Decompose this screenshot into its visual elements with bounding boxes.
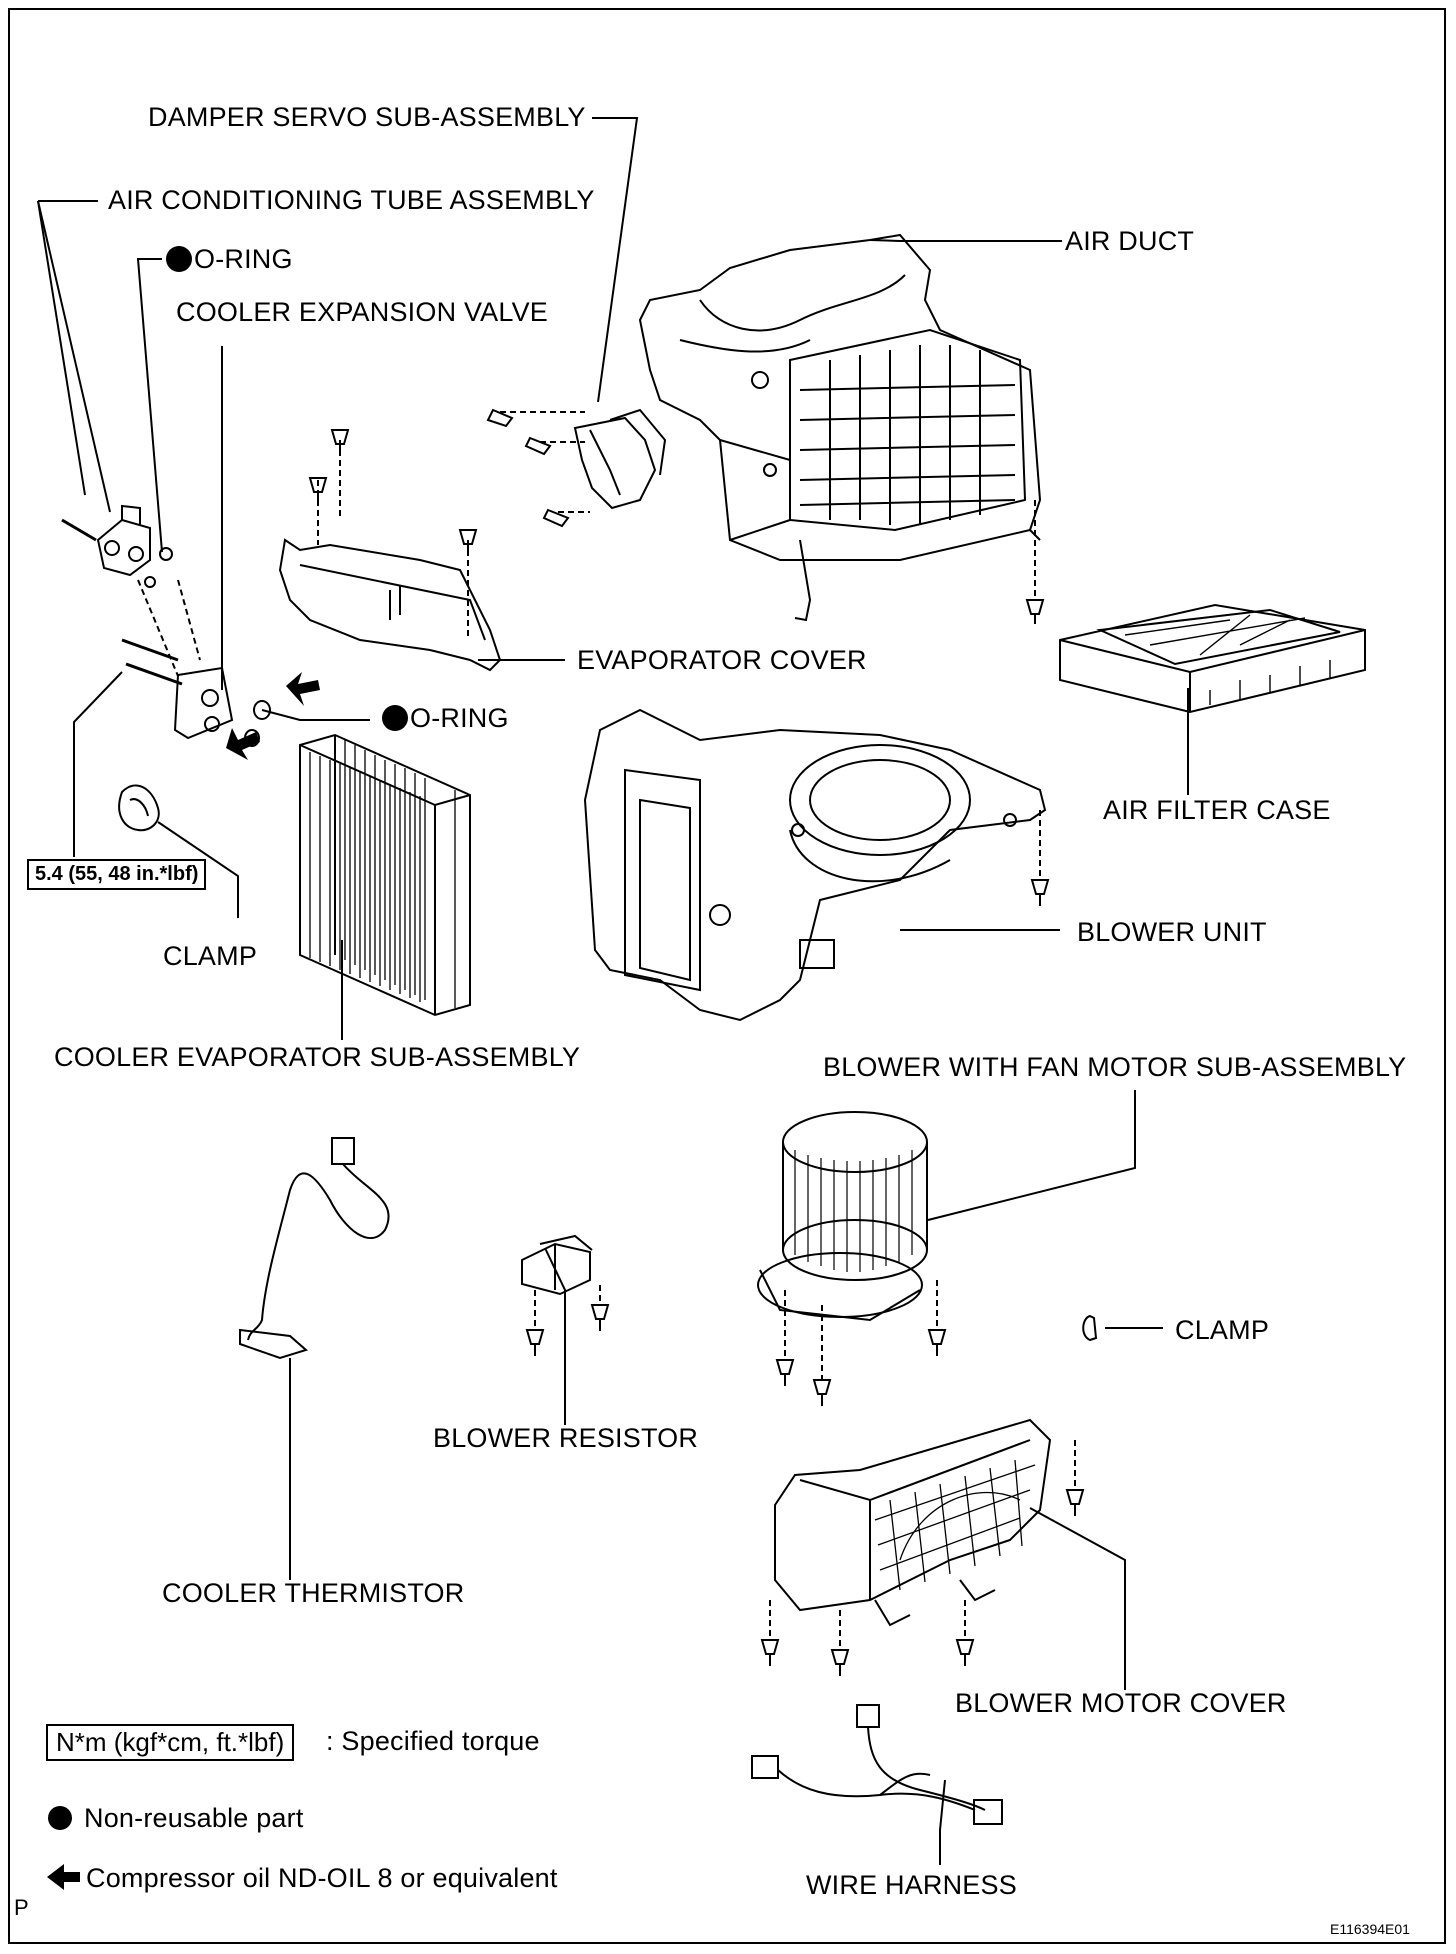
blower-unit-drawing bbox=[583, 708, 1050, 1022]
legend-torque-unit-box: N*m (kgf*cm, ft.*lbf) bbox=[46, 1724, 295, 1761]
label-clamp-right: CLAMP bbox=[1175, 1315, 1270, 1345]
blower-motor-cover-drawing bbox=[760, 1418, 1085, 1676]
oil-arrows bbox=[226, 672, 320, 760]
nonreusable-dot-icon bbox=[166, 246, 192, 272]
figure-id: E116394E01 bbox=[1330, 1921, 1410, 1937]
leader-damper-servo bbox=[592, 117, 639, 403]
leader-ac-tube-b bbox=[37, 200, 86, 496]
diagram-frame bbox=[8, 8, 1446, 1944]
leader-air-duct bbox=[869, 239, 1062, 242]
leader-blower-fan bbox=[927, 1090, 1136, 1221]
blower-fan-motor-drawing bbox=[757, 1111, 947, 1406]
leader-ac-tube-a bbox=[37, 200, 111, 513]
leader-torque bbox=[73, 671, 123, 857]
label-expansion-valve: COOLER EXPANSION VALVE bbox=[176, 297, 549, 327]
legend-nonreusable-desc: Non-reusable part bbox=[84, 1803, 304, 1833]
label-wire-harness: WIRE HARNESS bbox=[806, 1870, 1017, 1900]
label-air-duct: AIR DUCT bbox=[1065, 226, 1195, 256]
cooler-evaporator-drawing bbox=[299, 733, 471, 1017]
label-o-ring-top: O-RING bbox=[166, 244, 293, 275]
label-blower-unit: BLOWER UNIT bbox=[1077, 917, 1267, 947]
o-ring-mid-text: O-RING bbox=[410, 703, 509, 733]
o-ring-top-text: O-RING bbox=[194, 244, 293, 274]
label-ac-tube: AIR CONDITIONING TUBE ASSEMBLY bbox=[108, 185, 595, 215]
corner-marker: P bbox=[14, 1895, 29, 1920]
leader-lines bbox=[37, 117, 1189, 1865]
expansion-valve-drawing bbox=[137, 579, 271, 747]
leader-oring-mid bbox=[261, 709, 370, 721]
label-cooler-evaporator: COOLER EVAPORATOR SUB-ASSEMBLY bbox=[54, 1042, 581, 1072]
label-clamp-left: CLAMP bbox=[163, 941, 258, 971]
leader-blower-resistor bbox=[544, 1247, 566, 1425]
legend-torque-desc: : Specified torque bbox=[326, 1726, 540, 1756]
leader-wire-harness bbox=[939, 1779, 946, 1865]
label-blower-motor-cover: BLOWER MOTOR COVER bbox=[955, 1688, 1287, 1718]
label-cooler-thermistor: COOLER THERMISTOR bbox=[162, 1578, 465, 1608]
evaporator-cover-drawing bbox=[278, 429, 502, 672]
damper-servo-drawing bbox=[486, 408, 667, 528]
blower-resistor-drawing bbox=[521, 1234, 610, 1356]
label-o-ring-mid: O-RING bbox=[382, 703, 509, 734]
air-duct-drawing bbox=[638, 233, 1042, 622]
legend-glyphs bbox=[47, 1806, 80, 1890]
legend-oil-desc: Compressor oil ND-OIL 8 or equivalent bbox=[86, 1863, 558, 1893]
cooler-thermistor-drawing bbox=[239, 1137, 390, 1360]
label-blower-fan-motor: BLOWER WITH FAN MOTOR SUB-ASSEMBLY bbox=[823, 1052, 1407, 1082]
leader-motor-cover bbox=[1029, 1507, 1126, 1690]
label-air-filter-case: AIR FILTER CASE bbox=[1103, 795, 1331, 825]
clamp-left-drawing bbox=[118, 784, 160, 832]
air-filter-case-drawing bbox=[1025, 500, 1366, 714]
ac-tube-drawing bbox=[61, 504, 183, 686]
nonreusable-dot-icon bbox=[382, 705, 408, 731]
leader-oring-top bbox=[136, 258, 163, 553]
torque-spec-box: 5.4 (55, 48 in.*lbf) bbox=[27, 859, 207, 890]
wire-harness-drawing bbox=[751, 1704, 1003, 1825]
leader-clamp-left bbox=[157, 821, 239, 918]
label-evaporator-cover: EVAPORATOR COVER bbox=[577, 645, 867, 675]
label-blower-resistor: BLOWER RESISTOR bbox=[433, 1423, 699, 1453]
label-damper-servo: DAMPER SERVO SUB-ASSEMBLY bbox=[148, 102, 586, 132]
clamp-right-drawing bbox=[1082, 1314, 1098, 1342]
